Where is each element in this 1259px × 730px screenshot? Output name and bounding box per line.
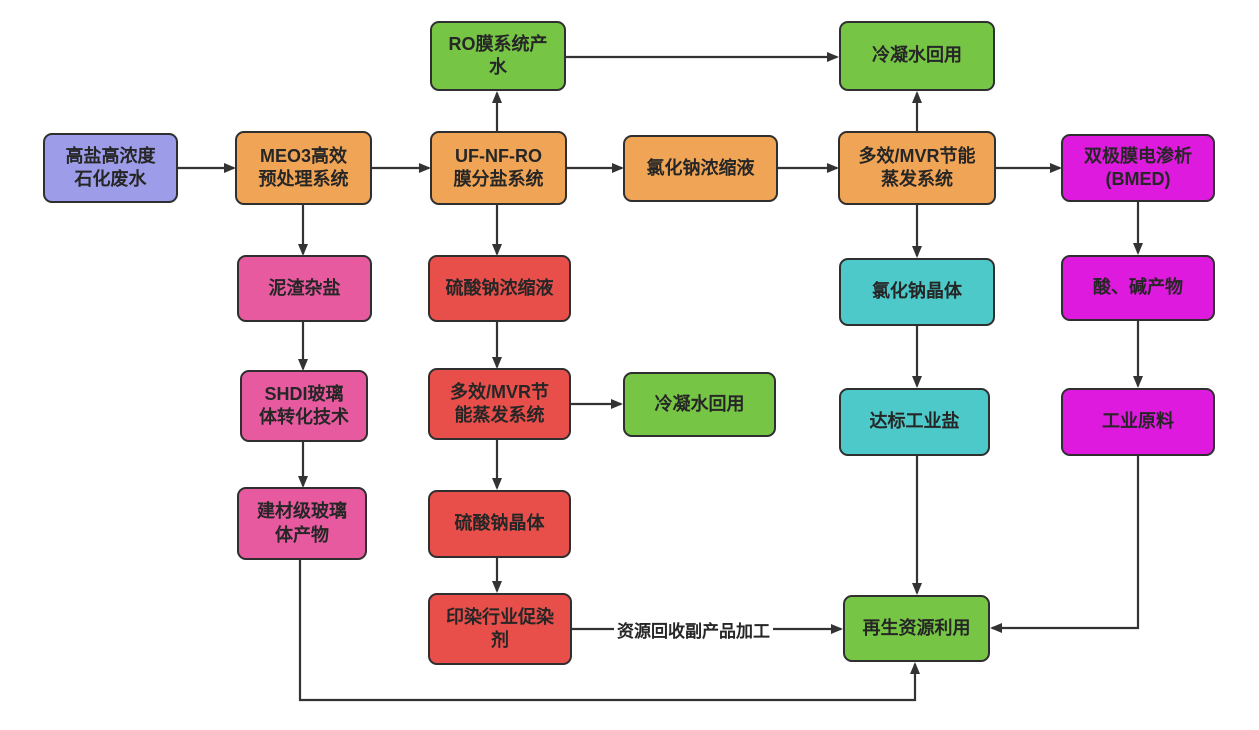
- edge-label-resource-byproduct-processing: 资源回收副产品加工: [614, 617, 773, 642]
- edge-glass-to-recycle: [298, 560, 920, 702]
- node-label: 酸、碱产物: [1093, 277, 1183, 298]
- edge-raw-to-recycle: [990, 456, 1140, 633]
- node-label: 氯化钠浓缩液: [646, 157, 755, 178]
- node-label: 多效/MVR节能 蒸发系统: [858, 145, 976, 189]
- node-meo3-pretreatment: MEO3高效 预处理系统: [235, 131, 372, 205]
- node-sludge-mixed-salt: 泥渣杂盐: [237, 255, 372, 322]
- node-label: 冷凝水回用: [654, 393, 745, 414]
- node-label: UF-NF-RO 膜分盐系统: [453, 145, 544, 189]
- node-industrial-raw-material: 工业原料: [1061, 388, 1215, 456]
- node-dyeing-agent: 印染行业促染 剂: [428, 593, 572, 665]
- node-label: 建材级玻璃 体产物: [257, 501, 347, 545]
- node-ro-product-water: RO膜系统产 水: [430, 21, 566, 91]
- node-glass-building-product: 建材级玻璃 体产物: [237, 487, 367, 560]
- node-bmed: 双极膜电渗析 (BMED): [1061, 134, 1215, 202]
- node-label: MEO3高效 预处理系统: [258, 145, 349, 189]
- node-label: 达标工业盐: [869, 411, 960, 432]
- node-condensate-reuse-mid: 冷凝水回用: [623, 372, 776, 437]
- node-label: SHDI玻璃 体转化技术: [259, 383, 349, 427]
- node-label: 高盐高浓度 石化废水: [65, 145, 156, 189]
- node-uf-nf-ro: UF-NF-RO 膜分盐系统: [430, 131, 567, 205]
- node-label: 双极膜电渗析 (BMED): [1084, 145, 1192, 189]
- node-label: RO膜系统产 水: [448, 33, 548, 77]
- node-mvr-evaporation-mid: 多效/MVR节 能蒸发系统: [428, 368, 571, 440]
- node-label: 印染行业促染 剂: [446, 606, 554, 650]
- node-shdi-glass-tech: SHDI玻璃 体转化技术: [240, 370, 368, 442]
- node-nacl-concentrate: 氯化钠浓缩液: [623, 135, 778, 202]
- node-label: 再生资源利用: [862, 617, 971, 638]
- node-label: 泥渣杂盐: [268, 277, 341, 298]
- node-recycled-resource: 再生资源利用: [843, 595, 990, 662]
- node-label: 工业原料: [1102, 411, 1174, 432]
- node-sulfate-crystal: 硫酸钠晶体: [428, 490, 571, 558]
- node-acid-base-product: 酸、碱产物: [1061, 255, 1215, 321]
- node-sulfate-concentrate: 硫酸钠浓缩液: [428, 255, 571, 322]
- node-condensate-reuse-top: 冷凝水回用: [839, 21, 995, 91]
- node-label: 硫酸钠浓缩液: [445, 277, 554, 298]
- node-label: 冷凝水回用: [872, 45, 962, 66]
- node-label: 硫酸钠晶体: [454, 513, 545, 534]
- node-label: 氯化钠晶体: [872, 281, 962, 302]
- node-nacl-crystal: 氯化钠晶体: [839, 258, 995, 326]
- node-standard-industrial-salt: 达标工业盐: [839, 388, 990, 456]
- node-mvr-evaporation-top: 多效/MVR节能 蒸发系统: [838, 131, 996, 205]
- node-label: 多效/MVR节 能蒸发系统: [450, 381, 549, 425]
- node-waste-water: 高盐高浓度 石化废水: [43, 133, 178, 203]
